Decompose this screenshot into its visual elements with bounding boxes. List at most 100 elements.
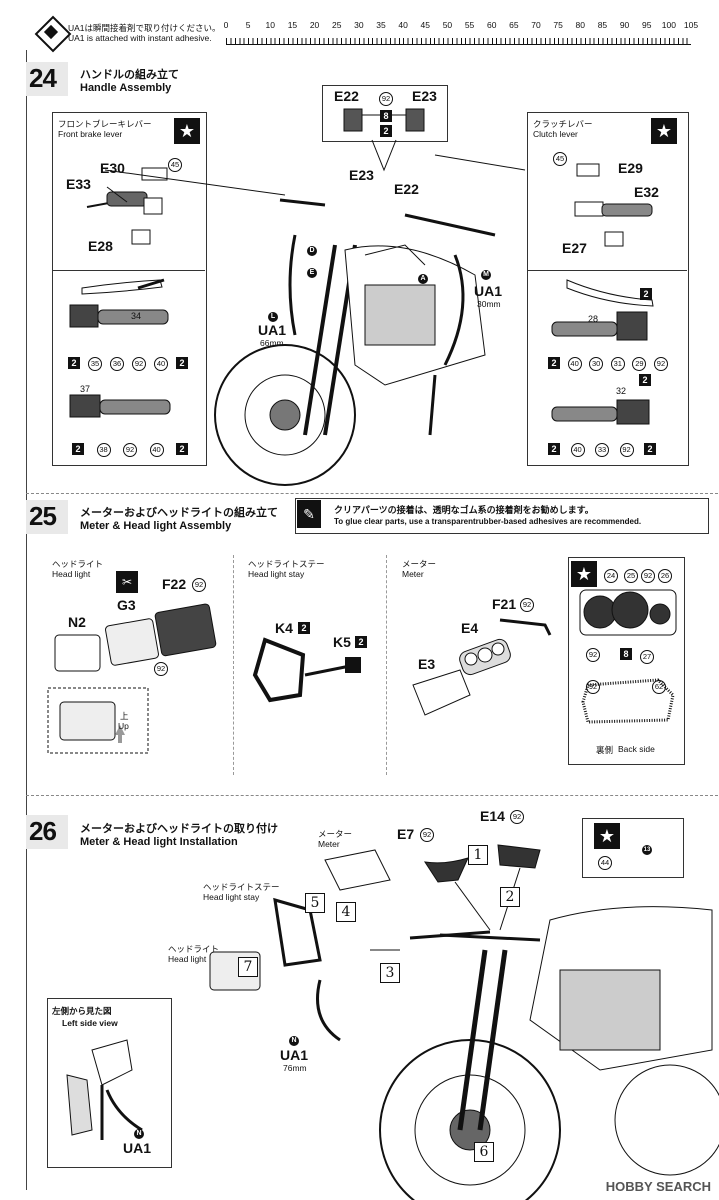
part-n2: N2 <box>68 614 86 630</box>
part-92-headlight: 92 <box>154 662 168 676</box>
ruler-tick-label: 5 <box>245 20 251 30</box>
left-side-drawing <box>66 1039 143 1140</box>
clear-parts-note <box>295 498 709 534</box>
tape-m: M <box>481 270 491 280</box>
stay-26-jp: ヘッドライトステー <box>203 882 280 892</box>
clear-parts-note-jp: クリアパーツの接着は、透明なゴム系の接着剤をお勧めします。 <box>334 505 594 515</box>
ua1-side-label: UA1 <box>123 1140 152 1156</box>
part-e22-top: E22 <box>334 88 359 104</box>
part-45-right: 45 <box>553 152 567 166</box>
part-label: 2 <box>72 443 84 455</box>
ruler-tick-label: 35 <box>376 20 386 30</box>
star-icon: ★ <box>174 118 200 144</box>
clear-part-icon: ✂ <box>116 571 138 593</box>
part-e32: E32 <box>634 184 659 200</box>
part-e14-92: 92 <box>510 810 524 824</box>
left-handle-drawings <box>69 167 171 418</box>
part-2-right-top: 2 <box>640 288 652 300</box>
part-e4: E4 <box>461 620 479 636</box>
part-e7-92: 92 <box>420 828 434 842</box>
page-frame <box>26 50 712 1190</box>
front-brake-jp: フロントブレーキレバー <box>58 119 152 129</box>
part-k5: K5 <box>333 634 351 650</box>
part-label: 40 <box>570 443 585 457</box>
ruler-tick-label: 80 <box>575 20 586 30</box>
ua1-26-length: 76mm <box>283 1063 307 1073</box>
step-25-box <box>26 500 68 534</box>
ruler-tick-label: 0 <box>223 20 229 30</box>
step-24-title-jp: ハンドルの組み立て <box>80 69 179 81</box>
back-side-jp: 裏側 <box>596 745 614 755</box>
switch-box-drawing <box>343 108 425 172</box>
meter-26-jp: メーター <box>318 829 353 839</box>
step-26-box <box>26 815 68 849</box>
tape-e: E <box>307 268 317 278</box>
ruler-tick-label: 20 <box>309 20 320 30</box>
part-label: 38 <box>96 443 111 457</box>
step-25-title-jp: メーターおよびヘッドライトの組み立て <box>80 507 278 519</box>
divider-25-b <box>386 555 387 775</box>
ua1-left-label: UA1 <box>258 322 287 338</box>
clear-parts-note-en: To glue clear parts, use a transparentru… <box>334 517 642 526</box>
ua1-right-length: 30mm <box>477 299 501 309</box>
ruler-tick-label: 75 <box>553 20 563 30</box>
ua1-right-label: UA1 <box>474 283 503 299</box>
step-box-7: 7 <box>238 957 258 977</box>
step-26-title-en: Meter & Head light Installation <box>80 836 238 848</box>
step-box-2: 2 <box>500 887 520 907</box>
part-e33: E33 <box>66 176 91 192</box>
part-label: 40 <box>154 357 168 371</box>
part-92-back-c: 92 <box>586 680 600 694</box>
up-en: Up <box>118 721 129 731</box>
part-label: 2 <box>644 443 656 455</box>
part-32: 32 <box>616 386 627 396</box>
part-label: 92 <box>619 443 634 457</box>
part-e22-mid: E22 <box>394 181 419 197</box>
ruler-tick-label: 105 <box>683 20 699 30</box>
headlight-26-jp: ヘッドライト <box>168 944 220 954</box>
meter-back-drawing <box>579 589 677 724</box>
stay-26-en: Head light stay <box>203 892 260 902</box>
part-label: 29 <box>632 357 647 371</box>
clutch-jp: クラッチレバー <box>533 119 593 129</box>
ruler-tick-label: 25 <box>331 20 342 30</box>
part-27: 27 <box>640 650 654 664</box>
part-e27: E27 <box>562 240 587 256</box>
ruler-tick-label: 65 <box>509 20 519 30</box>
part-e29: E29 <box>618 160 643 176</box>
step-24-number: 24 <box>29 63 57 93</box>
part-92-back-b: 92 <box>586 648 600 662</box>
ruler-tick-label: 90 <box>619 20 630 30</box>
step-box-4: 4 <box>336 902 356 922</box>
part-e23-mid: E23 <box>349 167 374 183</box>
part-25: 25 <box>624 569 638 583</box>
ruler-tick-label: 70 <box>531 20 541 30</box>
step-separator-25 <box>26 493 718 494</box>
part-label: 2 <box>68 357 80 369</box>
ua1-26-label: UA1 <box>280 1047 309 1063</box>
tape-n-26: N <box>289 1036 299 1046</box>
ruler-tick-label: 55 <box>464 20 475 30</box>
step-box-3: 3 <box>380 963 400 983</box>
ruler-tick-label: 30 <box>354 20 364 30</box>
ruler-tick-label: 100 <box>661 20 676 30</box>
part-e28: E28 <box>88 238 113 254</box>
part-k4-2: 2 <box>298 622 310 634</box>
star-icon-meter: ★ <box>571 561 597 587</box>
headlight-en: Head light <box>52 569 91 579</box>
part-e7: E7 <box>397 826 415 842</box>
step-25-title-en: Meter & Head light Assembly <box>80 520 232 532</box>
part-label: 2 <box>176 443 188 455</box>
stay-en: Head light stay <box>248 569 305 579</box>
part-28: 28 <box>588 314 599 324</box>
part-e3: E3 <box>418 656 436 672</box>
ruler-tick-label: 15 <box>287 20 298 30</box>
step-box-6: 6 <box>474 1142 494 1162</box>
part-label: 92 <box>132 357 146 371</box>
part-37: 37 <box>80 384 91 394</box>
part-13: 13 <box>642 845 652 855</box>
part-f22: F22 <box>162 576 187 592</box>
part-f21-92: 92 <box>520 598 534 612</box>
